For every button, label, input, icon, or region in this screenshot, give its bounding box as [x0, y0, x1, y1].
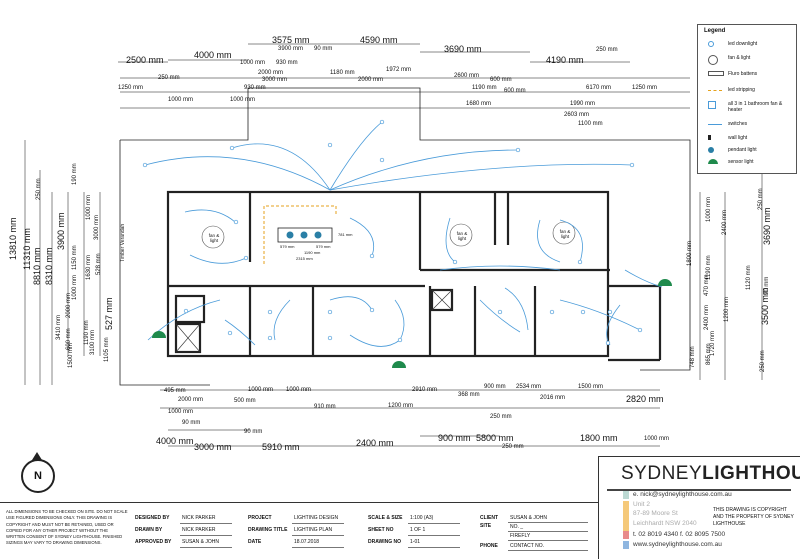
site-boundary [119, 87, 691, 386]
company-street: 87-89 Moore St [633, 510, 678, 517]
project-value: Lighting Design [294, 515, 339, 521]
switch-line-icon [708, 121, 722, 127]
kitchen-dim-5: 781 mm [338, 232, 353, 237]
scale-label: Scale & size [368, 515, 403, 521]
kitchen-dim-4: 2315 mm [296, 256, 313, 261]
approved-by-label: Approved by [135, 539, 172, 545]
dimension-lines [24, 43, 763, 447]
phone-label: Phone [480, 543, 498, 549]
bathroom-fan-icon [708, 101, 716, 111]
legend-item-label: fan & light [728, 55, 751, 61]
legend-item-label: Fluro battens [728, 71, 758, 77]
date-label: Date [248, 539, 262, 545]
designed-by-value: Nick Parker [182, 515, 216, 521]
legend-item-label: pendant light [728, 147, 757, 153]
logo-underline [607, 489, 791, 491]
site-line-1: No. _ [510, 524, 524, 530]
sensor-lights [152, 279, 672, 368]
pendant-icon [708, 147, 714, 155]
site-line-2: Firefly [510, 533, 531, 539]
fan-label-3: fan & light [559, 229, 571, 239]
batten-icon [708, 71, 724, 78]
color-stripe-3 [623, 531, 629, 539]
legend-item-label: led stripping [728, 87, 755, 93]
drawn-by-label: Drawn by [135, 527, 163, 533]
downlight-icon [708, 41, 714, 49]
sheet-value: 1 of 1 [410, 527, 426, 533]
switch-wiring [144, 121, 663, 347]
company-web[interactable]: www.sydneylighthouse.com.au [633, 541, 722, 548]
fan-label-2: fan & light [456, 231, 468, 241]
house-walls [166, 190, 662, 362]
drawing-no-value: 1-01 [410, 539, 421, 545]
color-stripe-1 [623, 491, 629, 499]
compass-letter: N [34, 470, 42, 482]
client-value: Susan & John [510, 515, 547, 521]
wall-light-icon [708, 135, 711, 142]
company-unit: Unit 2 [633, 501, 650, 508]
sensor-light-icon [708, 159, 718, 166]
legend-item-label: led downlight [728, 41, 758, 47]
logo-text-b: LIGHTHOUSE [702, 463, 800, 484]
legend-item-label: sensor light [728, 159, 754, 165]
sheet-label: Sheet no [368, 527, 394, 533]
kitchen-dim-1: 579 mm [280, 244, 295, 249]
designed-by-label: Designed by [135, 515, 170, 521]
client-label: Client [480, 515, 499, 521]
led-strip [263, 205, 337, 264]
title-block: All dimensions to be checked on site. Do… [0, 502, 598, 559]
company-suburb: Leichhardt NSW 2040 [633, 520, 697, 527]
approved-by-value: Susan & John [182, 539, 219, 545]
legend-item-label: wall light [728, 135, 748, 141]
color-stripe-2 [623, 501, 629, 531]
kitchen-dim-2: 579 mm [316, 244, 331, 249]
phone-value: Contact no. [510, 543, 544, 549]
copyright-note: This drawing is copyright and the proper… [713, 507, 794, 527]
legend-item-label: all 3 in 1 bathroom fan & heater [728, 101, 783, 113]
drawing-no-label: Drawing no [368, 539, 402, 545]
drawing-title-label: Drawing title [248, 527, 288, 533]
north-compass-icon: N [21, 459, 55, 493]
site-label: Site [480, 523, 492, 529]
fan-icon [708, 55, 718, 67]
drawing-title-value: Lighting Plan [294, 527, 333, 533]
scale-value: 1:100 (A3) [410, 515, 434, 521]
strip-icon [708, 87, 722, 93]
company-phones: t. 02 8019 4340 f. 02 8095 7500 [633, 531, 726, 538]
fans [201, 221, 576, 249]
legend-title: Legend [704, 28, 726, 34]
logo-text-a: SYDNEY [621, 463, 703, 484]
downlights [142, 119, 643, 346]
drawn-by-value: Nick Parker [182, 527, 216, 533]
company-email[interactable]: e. nick@sydneylighthouse.com.au [633, 491, 732, 498]
cross-marks [175, 289, 453, 353]
legend-item-label: switches [728, 121, 748, 127]
kitchen-dim-3: 1190 mm [304, 250, 321, 255]
drawing-notes: All dimensions to be checked on site. Do… [6, 509, 128, 546]
compass-arrow-icon [32, 452, 42, 460]
room-label-veranda: Timber Verandah [120, 223, 126, 262]
date-value: 18.07.2018 [294, 539, 320, 545]
fan-label-1: fan & light [208, 233, 220, 243]
project-label: Project [248, 515, 272, 521]
color-stripe-4 [623, 541, 629, 549]
